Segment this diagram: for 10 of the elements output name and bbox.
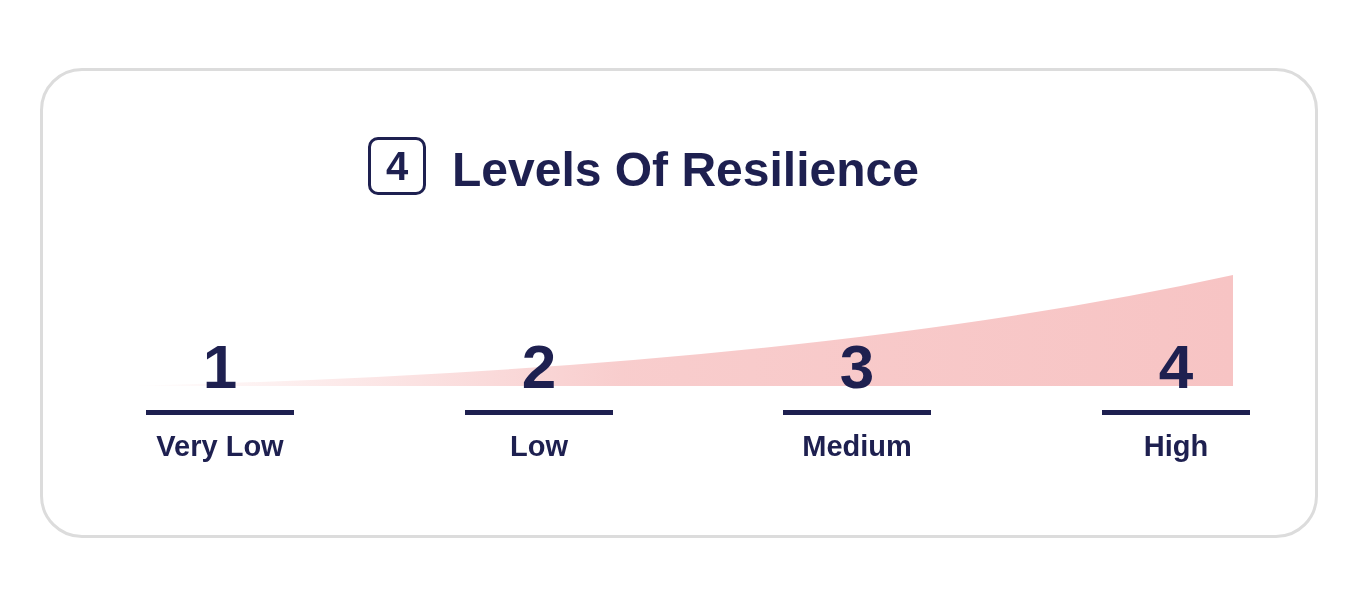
level-count-badge: 4 [368,137,426,195]
level-name: Medium [801,429,913,464]
level-name: High [1142,429,1210,464]
title: Levels Of Resilience [452,142,919,198]
level-number: 4 [1157,332,1195,402]
level-name: Very Low [155,429,285,464]
level-number: 3 [838,332,876,402]
level-name: Low [509,429,569,464]
level-number: 2 [520,332,558,402]
level-number: 1 [201,332,239,402]
